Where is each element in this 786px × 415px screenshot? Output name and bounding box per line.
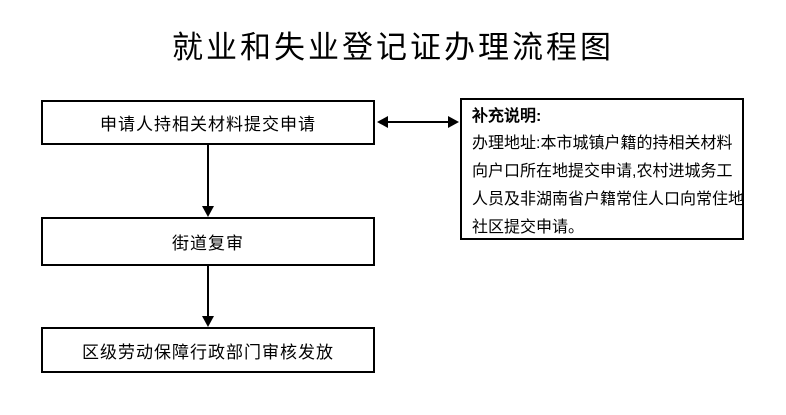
arrow-down-icon [202, 206, 214, 217]
step-box-street-review: 街道复审 [41, 217, 375, 266]
note-line: 人员及非湖南省户籍常住人口向常住地 [472, 191, 745, 208]
note-box: 补充说明: 办理地址:本市城镇户籍的持相关材料 向户口所在地提交申请,农村进城务… [460, 98, 744, 240]
arrow-left-icon [377, 116, 388, 128]
note-line: 办理地址:本市城镇户籍的持相关材料 [472, 135, 733, 152]
note-line: 社区提交申请。 [472, 219, 585, 236]
step-box-district-review-issue: 区级劳动保障行政部门审核发放 [41, 327, 375, 373]
arrow-shaft [207, 145, 209, 207]
note-heading: 补充说明: [472, 108, 542, 125]
diagram-title: 就业和失业登记证办理流程图 [172, 30, 614, 65]
arrow-down-icon [202, 316, 214, 327]
step-box-submit-application: 申请人持相关材料提交申请 [41, 100, 375, 145]
arrow-shaft [386, 121, 449, 123]
step-label-street-review: 街道复审 [172, 234, 244, 253]
arrow-right-icon [448, 116, 459, 128]
step-label-district-review-issue: 区级劳动保障行政部门审核发放 [82, 342, 334, 362]
arrow-shaft [207, 266, 209, 317]
step-label-submit-application: 申请人持相关材料提交申请 [100, 115, 316, 134]
note-line: 向户口所在地提交申请,农村进城务工 [472, 163, 733, 180]
